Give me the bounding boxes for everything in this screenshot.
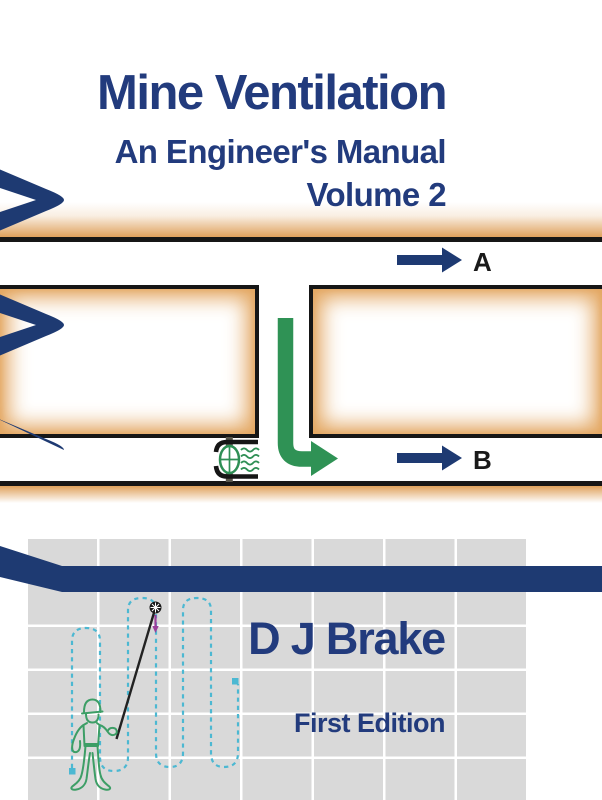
- survey-grid-panel: [28, 539, 528, 800]
- airway-label-b: B: [473, 445, 492, 475]
- author-name: D J Brake: [248, 613, 446, 664]
- mine-pillar-left: [0, 284, 259, 438]
- cover-subtitle: An Engineer's Manual: [114, 133, 447, 170]
- edition-label: First Edition: [294, 708, 446, 738]
- fan-discharge-waves-icon: [240, 447, 260, 472]
- airway-floor-wall: [0, 481, 602, 486]
- strata-glow-lower: [0, 485, 602, 503]
- airflow-arrow-b: [397, 445, 462, 471]
- mine-pillar-right: [309, 284, 602, 438]
- airway-roof-wall: [0, 237, 602, 242]
- airflow-arrow-a: [397, 247, 462, 273]
- airway-label-a: A: [473, 247, 492, 277]
- cover-title: Mine Ventilation: [97, 66, 447, 120]
- strata-glow-upper: [0, 202, 602, 237]
- booster-fan-icon: [213, 437, 258, 482]
- cover-volume-number: Volume 2: [306, 176, 447, 213]
